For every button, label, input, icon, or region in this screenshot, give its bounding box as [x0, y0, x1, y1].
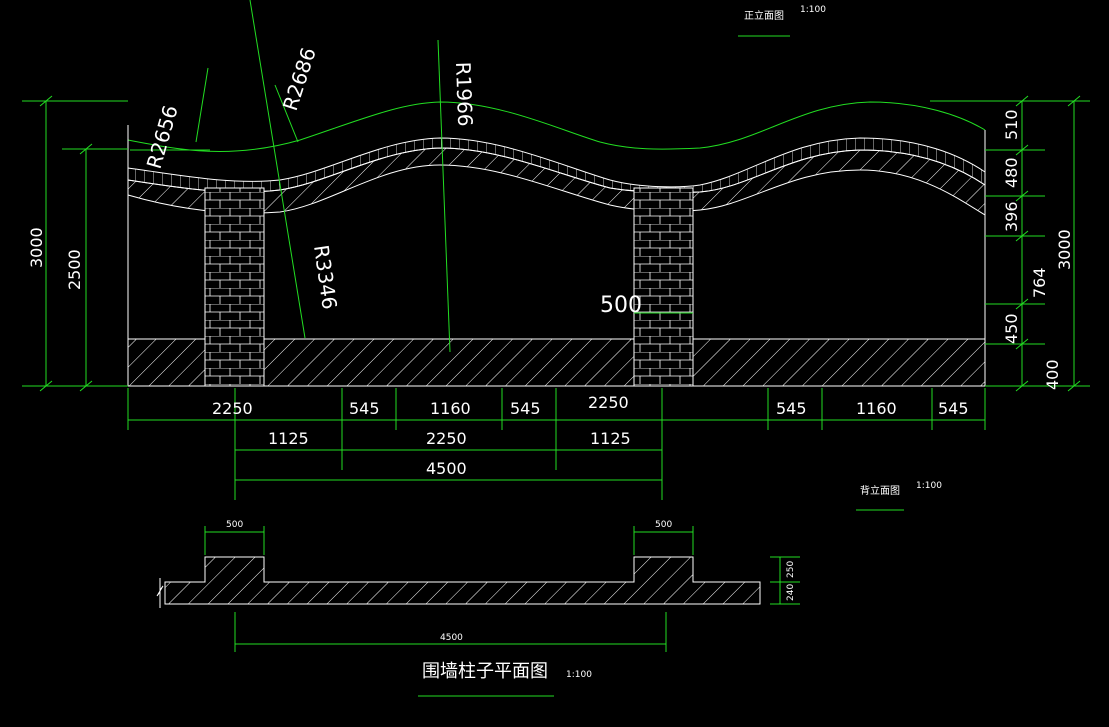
right-dimensions	[930, 95, 1090, 392]
wall-plinth	[127, 338, 986, 387]
pillar-width-label: 500	[600, 293, 642, 318]
left-dimensions	[22, 95, 128, 392]
pillar-plan-view	[156, 526, 800, 697]
right-dim-450: 450	[1002, 313, 1021, 344]
front-elevation-title: 正立面图	[744, 9, 784, 22]
radius-label-3: R1966	[451, 61, 477, 127]
radius-label-4: R3346	[309, 243, 342, 311]
plan-total-dim: 4500	[440, 633, 463, 643]
back-elevation-title: 背立面图	[860, 484, 900, 497]
bottom-row1-dim-7: 1160	[856, 399, 897, 418]
plan-right-dim-240: 240	[786, 584, 796, 601]
left-dim-3000: 3000	[27, 227, 46, 268]
plan-scale: 1:100	[566, 670, 592, 680]
right-dim-3000: 3000	[1055, 229, 1074, 270]
left-dim-2500: 2500	[65, 249, 84, 290]
right-dim-764: 764	[1030, 267, 1049, 298]
bottom-row1-dim-2: 545	[349, 399, 380, 418]
pillar-right	[633, 187, 694, 387]
bottom-row1-dim-4: 545	[510, 399, 541, 418]
bottom-row3-dim: 4500	[426, 459, 467, 478]
plan-title: 围墙柱子平面图	[422, 661, 548, 682]
right-dim-396: 396	[1002, 201, 1021, 232]
wall-elevation	[127, 0, 986, 387]
bottom-row1-dim-6: 545	[776, 399, 807, 418]
bottom-row1-dim-5: 2250	[588, 393, 629, 412]
pillar-left	[204, 187, 265, 387]
bottom-row2-dim-1: 1125	[268, 429, 309, 448]
front-elevation-scale: 1:100	[800, 5, 826, 15]
plan-pillar-left-dim: 500	[226, 520, 243, 530]
right-dim-480: 480	[1002, 157, 1021, 188]
bottom-row2-dim-2: 2250	[426, 429, 467, 448]
bottom-dimensions	[127, 388, 986, 500]
bottom-row1-dim-3: 1160	[430, 399, 471, 418]
bottom-row2-dim-3: 1125	[590, 429, 631, 448]
radius-label-1: R2656	[142, 102, 183, 171]
right-dim-400: 400	[1043, 359, 1062, 390]
plan-pillar-right-dim: 500	[655, 520, 672, 530]
bottom-row1-dim-1: 2250	[212, 399, 253, 418]
plan-outline	[164, 556, 761, 605]
right-dim-510: 510	[1002, 109, 1021, 140]
bottom-row1-dim-8: 545	[938, 399, 969, 418]
radius-label-2: R2686	[278, 45, 321, 114]
back-elevation-scale: 1:100	[916, 481, 942, 491]
plan-right-dim-250: 250	[786, 561, 796, 578]
